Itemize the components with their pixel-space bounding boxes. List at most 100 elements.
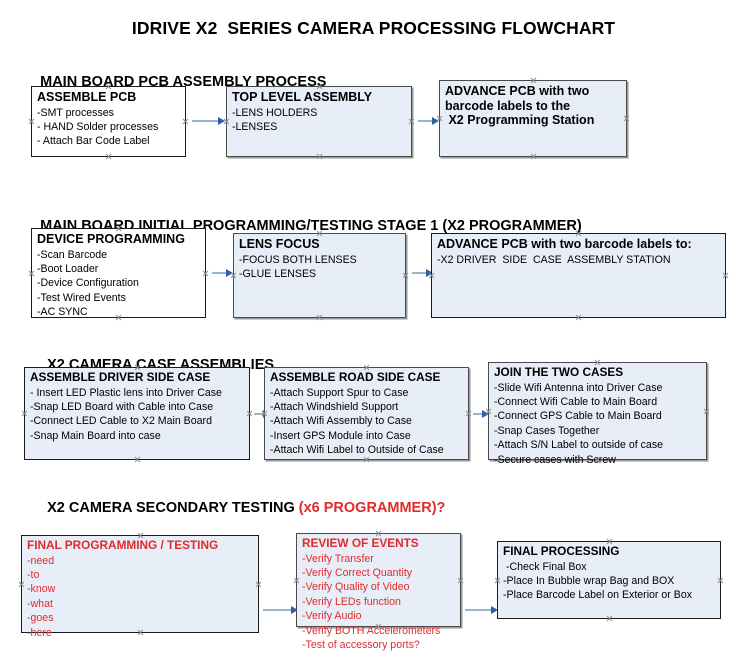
connector-handle-right[interactable] — [182, 118, 189, 125]
list-item: -Connect LED Cable to X2 Main Board — [30, 415, 212, 428]
node-final-programming-testing[interactable]: FINAL PROGRAMMING / TESTING -need -to -k… — [18, 535, 262, 639]
node-title: FINAL PROCESSING — [503, 544, 620, 558]
node-item-list: -FOCUS BOTH LENSES -GLUE LENSES — [239, 253, 400, 282]
list-item: -Snap LED Board with Cable into Case — [30, 401, 214, 414]
node-title: FINAL PROGRAMMING / TESTING — [27, 538, 219, 552]
list-item: -Slide Wifi Antenna into Driver Case — [494, 381, 663, 394]
node-item-list: -Slide Wifi Antenna into Driver Case -Co… — [494, 381, 701, 467]
connector-handle-right[interactable] — [255, 581, 262, 588]
arrow-head-icon — [218, 116, 225, 125]
connector-handle-right[interactable] — [402, 272, 409, 279]
connector-handle-right[interactable] — [465, 410, 472, 417]
arrow-head-icon — [426, 268, 433, 277]
list-item: -LENS HOLDERS — [232, 106, 318, 119]
connector-handle-left[interactable] — [293, 577, 300, 584]
node-title: ASSEMBLE DRIVER SIDE CASE — [30, 370, 211, 384]
list-item: -Test Wired Events — [37, 291, 126, 304]
node-item-list: -Scan Barcode -Boot Loader -Device Confi… — [37, 248, 200, 320]
section-heading-text: X2 CAMERA SECONDARY TESTING — [47, 500, 299, 516]
arrow-assemble-pcb-to-top-level — [192, 120, 220, 122]
section-heading-accent: (x6 PROGRAMMER)? — [298, 500, 446, 516]
node-item-list: -Check Final Box -Place In Bubble wrap B… — [503, 560, 715, 603]
connector-handle-right[interactable] — [703, 408, 710, 415]
connector-handle-right[interactable] — [457, 577, 464, 584]
connector-handle-right[interactable] — [408, 118, 415, 125]
arrow-head-icon — [432, 116, 439, 125]
node-assemble-pcb[interactable]: ASSEMBLE PCB -SMT processes - HAND Solde… — [31, 86, 186, 157]
node-advance-pcb-to-programming-station[interactable]: ADVANCE PCB with two barcode labels to t… — [439, 80, 627, 157]
connector-handle-right[interactable] — [202, 270, 209, 277]
node-assemble-road-side-case[interactable]: ASSEMBLE ROAD SIDE CASE -Attach Support … — [264, 367, 469, 460]
connector-handle-left[interactable] — [28, 118, 35, 125]
node-title: TOP LEVEL ASSEMBLY — [232, 90, 373, 104]
arrow-head-icon — [491, 605, 498, 614]
list-item: -Secure cases with Screw — [494, 453, 616, 466]
list-item: -Insert GPS Module into Case — [270, 429, 411, 442]
node-top-level-assembly[interactable]: TOP LEVEL ASSEMBLY -LENS HOLDERS -LENSES — [226, 86, 412, 157]
node-item-list: -Verify Transfer -Verify Correct Quantit… — [302, 552, 455, 653]
list-item: -SMT processes — [37, 106, 114, 119]
list-item: -Attach S/N Label to outside of case — [494, 439, 664, 452]
node-item-list: - Insert LED Plastic lens into Driver Ca… — [30, 386, 244, 444]
connector-handle-left[interactable] — [18, 581, 25, 588]
connector-handle-right[interactable] — [717, 577, 724, 584]
list-item: -GLUE LENSES — [239, 267, 317, 280]
connector-handle-bottom[interactable] — [606, 615, 613, 622]
connector-handle-right[interactable] — [722, 272, 729, 279]
node-title: LENS FOCUS — [239, 237, 320, 251]
connector-handle-right[interactable] — [246, 410, 253, 417]
connector-handle-bottom[interactable] — [134, 456, 141, 463]
node-review-of-events[interactable]: REVIEW OF EVENTS -Verify Transfer -Verif… — [293, 533, 464, 651]
node-device-programming[interactable]: DEVICE PROGRAMMING -Scan Barcode -Boot L… — [31, 228, 206, 318]
connector-handle-bottom[interactable] — [575, 314, 582, 321]
connector-handle-bottom[interactable] — [316, 314, 323, 321]
connector-handle-bottom[interactable] — [530, 153, 537, 160]
connector-handle-top[interactable] — [530, 77, 537, 84]
list-item: -Verify Transfer — [302, 552, 374, 565]
node-join-the-two-cases[interactable]: JOIN THE TWO CASES -Slide Wifi Antenna i… — [488, 362, 710, 466]
list-item: -Verify Audio — [302, 610, 362, 623]
arrow-head-icon — [291, 605, 298, 614]
arrow-head-icon — [482, 409, 489, 418]
list-item: -Verify BOTH Accelerometers — [302, 624, 441, 637]
node-item-list: -LENS HOLDERS -LENSES — [232, 106, 406, 135]
arrow-review-to-final-processing — [465, 609, 494, 611]
node-advance-pcb-to-driver-side-case[interactable]: ADVANCE PCB with two barcode labels to: … — [431, 233, 726, 318]
list-item: -Attach Wifi Label to Outside of Case — [270, 444, 444, 457]
node-assemble-driver-side-case[interactable]: ASSEMBLE DRIVER SIDE CASE - Insert LED P… — [24, 367, 250, 460]
list-item: -Place In Bubble wrap Bag and BOX — [503, 575, 675, 588]
list-item: -X2 DRIVER SIDE CASE ASSEMBLY STATION — [437, 253, 671, 266]
list-item: -Device Configuration — [37, 277, 139, 290]
arrow-driver-case-to-road-case — [254, 413, 266, 415]
arrow-final-programming-to-review — [263, 609, 294, 611]
list-item: -Attach Wifi Assembly to Case — [270, 415, 412, 428]
list-item: -Verify Quality of Video — [302, 581, 410, 594]
list-item: -Attach Windshield Support — [270, 401, 399, 414]
node-lens-focus[interactable]: LENS FOCUS -FOCUS BOTH LENSES -GLUE LENS… — [233, 233, 406, 318]
list-item: -here — [27, 626, 52, 639]
list-item: -Connect GPS Cable to Main Board — [494, 410, 662, 423]
arrow-top-level-to-advance-pcb — [418, 120, 435, 122]
list-item: -what — [27, 597, 53, 610]
node-title: ASSEMBLE ROAD SIDE CASE — [270, 370, 441, 384]
arrow-lens-focus-to-advance-pcb — [412, 272, 429, 274]
node-item-list: -SMT processes - HAND Solder processes -… — [37, 106, 180, 149]
arrow-road-case-to-join-cases — [473, 413, 485, 415]
connector-handle-right[interactable] — [623, 115, 630, 122]
list-item: -Check Final Box — [503, 560, 587, 573]
node-title: ASSEMBLE PCB — [37, 90, 137, 104]
list-item: -Attach Support Spur to Case — [270, 386, 409, 399]
node-item-list: -need -to -know -what -goes -here — [27, 554, 253, 640]
connector-handle-left[interactable] — [28, 270, 35, 277]
arrow-head-icon — [226, 268, 233, 277]
node-item-list: -Attach Support Spur to Case -Attach Win… — [270, 386, 463, 458]
connector-handle-left[interactable] — [494, 577, 501, 584]
connector-handle-bottom[interactable] — [105, 153, 112, 160]
list-item: -Boot Loader — [37, 262, 99, 275]
node-final-processing[interactable]: FINAL PROCESSING -Check Final Box -Place… — [497, 541, 721, 619]
list-item: -FOCUS BOTH LENSES — [239, 253, 357, 266]
connector-handle-bottom[interactable] — [316, 153, 323, 160]
connector-handle-left[interactable] — [21, 410, 28, 417]
list-item: -need — [27, 554, 55, 567]
